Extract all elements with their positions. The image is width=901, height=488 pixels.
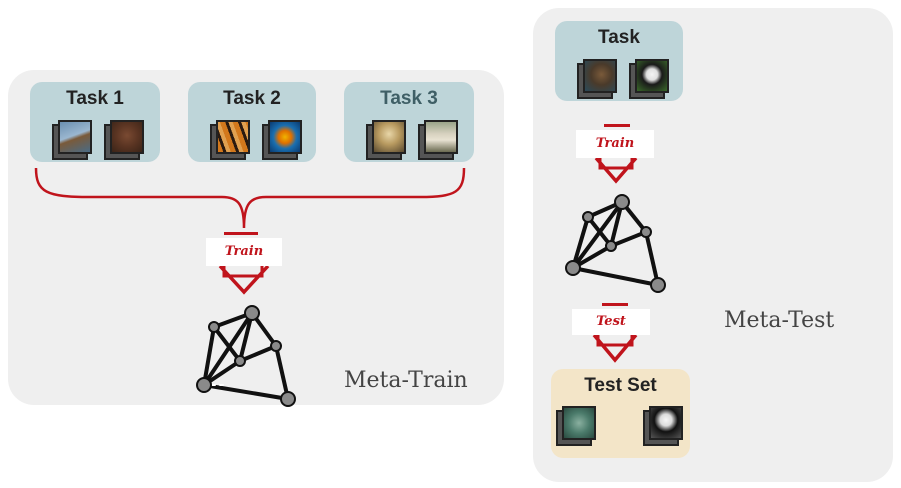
sheep-photo-icon	[424, 120, 458, 154]
task-3-title: Task 3	[380, 88, 438, 109]
meta-test-test-label: Test	[572, 309, 650, 335]
task-3-box: Task 3	[344, 82, 474, 162]
meta-train-panel: Task 1 Task 2 Task 3 Meta-Train	[8, 70, 504, 405]
test-task-title: Task	[598, 27, 640, 48]
meta-test-panel: Task Test Set Meta-Test	[533, 8, 893, 482]
fish-photo-icon	[268, 120, 302, 154]
panda-photo-icon	[635, 59, 669, 93]
meta-train-arrow	[218, 232, 270, 295]
grouping-brace	[34, 167, 466, 229]
otter-photo-icon	[583, 59, 617, 93]
test-task-box: Task	[555, 21, 683, 101]
meta-test-network-nodes	[565, 194, 666, 293]
tiger-photo-icon	[216, 120, 250, 154]
test-otter-photo-icon	[562, 406, 596, 440]
test-panda-photo-icon	[649, 406, 683, 440]
meta-train-label: Meta-Train	[344, 368, 468, 393]
meta-test-label: Meta-Test	[724, 308, 835, 333]
test-set-box: Test Set	[551, 369, 690, 458]
task-1-box: Task 1	[30, 82, 160, 162]
task-2-title: Task 2	[223, 88, 281, 109]
dog-photo-icon	[110, 120, 144, 154]
meta-train-network-nodes	[196, 305, 296, 407]
test-set-title: Test Set	[584, 375, 657, 396]
task-2-box: Task 2	[188, 82, 316, 162]
meta-test-test-arrow	[592, 303, 638, 363]
meta-test-train-label: Train	[576, 130, 654, 158]
meta-test-train-arrow	[594, 124, 638, 184]
bird-photo-icon	[58, 120, 92, 154]
monkey-photo-icon	[372, 120, 406, 154]
task-1-title: Task 1	[66, 88, 124, 109]
meta-train-train-label: Train	[206, 238, 282, 266]
